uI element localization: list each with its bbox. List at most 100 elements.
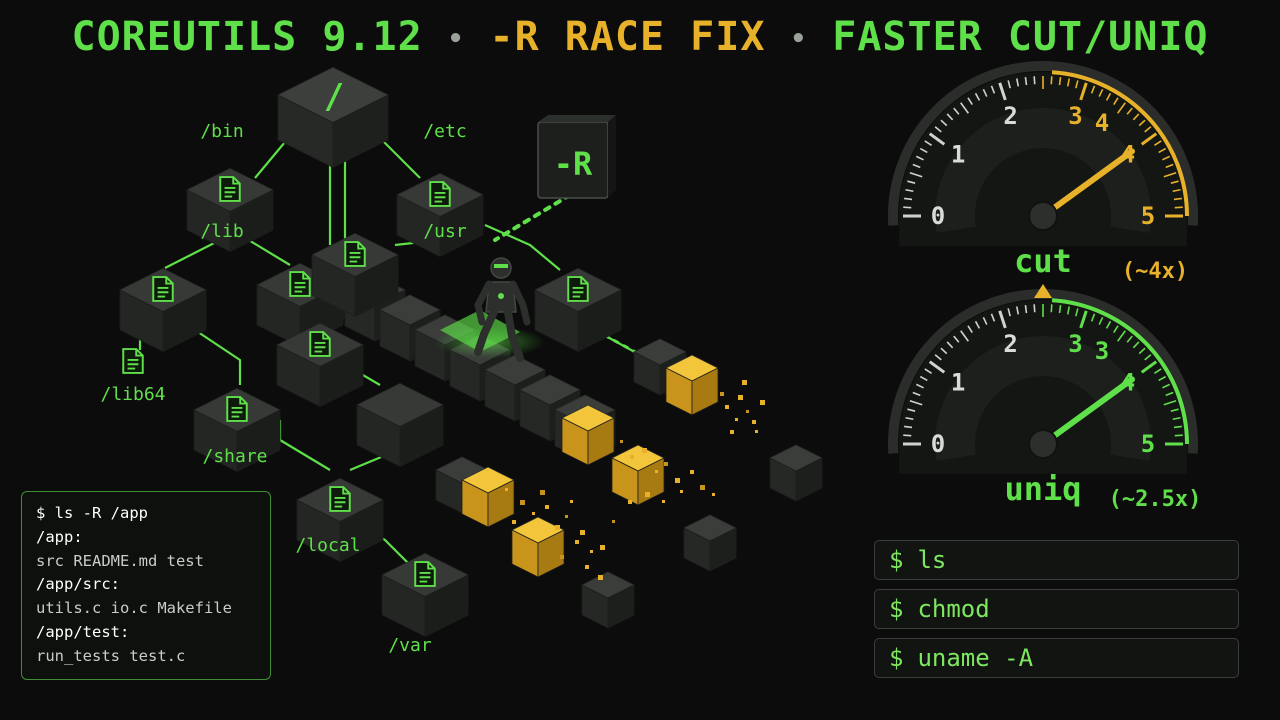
gauge-speedup: (~2.5x): [1109, 487, 1202, 512]
particle: [600, 545, 605, 550]
dir-label: /usr: [423, 221, 467, 242]
particle: [532, 512, 535, 515]
terminal-line: /app/src:: [36, 575, 120, 594]
particle: [700, 485, 705, 490]
gauge-tick: [934, 126, 942, 133]
gauge-tick: [905, 416, 914, 421]
gauge-uniq: 0123453uniq(~2.5x): [888, 289, 1202, 512]
gauge-tick: [967, 325, 973, 333]
gauge-accent-arc: [1051, 70, 1189, 217]
title-separator: •: [790, 24, 808, 54]
particle: [735, 418, 738, 421]
file-icon: [309, 331, 331, 357]
particle: [662, 500, 665, 503]
gauge-tick: [998, 310, 1007, 329]
gauge-tick: [1170, 180, 1179, 184]
gauge-tick: [1172, 416, 1181, 421]
tree-edge: [484, 223, 561, 271]
gauge-tick: [909, 399, 923, 406]
terminal-window: $ ls -R /app/app:src README.md test/app/…: [21, 491, 271, 680]
gauge-bezel: [888, 61, 1198, 226]
gauge-tick: [909, 171, 923, 178]
particle: [620, 440, 623, 443]
particle: [645, 492, 650, 497]
particle: [752, 420, 756, 424]
gauge-tick-label: 1: [951, 140, 965, 168]
particle: [570, 500, 573, 503]
gauge-tick: [974, 92, 981, 101]
gauge-inner: [935, 336, 1151, 461]
gauge-tick: [907, 180, 916, 184]
particle: [520, 500, 525, 505]
dir-label: /lib64: [100, 384, 165, 405]
particle: [545, 505, 549, 509]
data-block-gold: [611, 444, 665, 506]
gauge-tick: [1007, 308, 1011, 317]
robot-leg: [474, 308, 498, 356]
terminal-line: /app:: [36, 527, 83, 546]
prompt-sign: $: [889, 644, 904, 672]
gauge-tick: [1132, 341, 1140, 349]
gauge-tick: [1172, 188, 1181, 193]
gauge-tick-label: 5: [1141, 430, 1155, 458]
command-ls[interactable]: $ ls: [874, 540, 1239, 580]
particle: [720, 392, 724, 396]
gauge-tick: [1024, 305, 1028, 314]
gauge-tick: [1105, 92, 1112, 101]
gauge-tick: [967, 97, 973, 105]
particle: [565, 515, 568, 518]
robot-arm: [474, 280, 493, 326]
gauge-tick: [1144, 354, 1152, 361]
file-icon: [226, 396, 248, 422]
gauge-tick: [1158, 375, 1167, 382]
command-text: chmod: [917, 595, 990, 623]
particle: [580, 530, 585, 535]
gauge-tick: [1140, 132, 1158, 146]
gauge-tick: [934, 354, 942, 361]
gauge-cut: 0123454cut(~4x): [888, 61, 1198, 284]
gauge-tick: [1140, 360, 1158, 374]
command-text: ls: [917, 546, 947, 574]
gauge-tick: [946, 341, 954, 349]
gauge-hub: [1028, 201, 1058, 231]
dir-label: /bin: [200, 121, 243, 142]
file-icon: [219, 176, 241, 202]
particle: [555, 525, 560, 530]
particle: [738, 395, 743, 400]
gauge-tick: [1165, 163, 1174, 169]
gauge-tick: [1154, 140, 1162, 146]
lit-tile: [440, 310, 520, 352]
speed-gauges: 0123454cut(~4x)0123453uniq(~2.5x): [888, 61, 1202, 512]
gauge-tick: [924, 140, 932, 146]
particle: [760, 400, 765, 405]
gauge-speedup: (~4x): [1122, 259, 1188, 284]
title-race-fix: -R RACE FIX: [489, 14, 766, 60]
gauge-tick: [982, 316, 988, 325]
gauge-hub: [1028, 429, 1058, 459]
gauge-tick: [1066, 78, 1071, 87]
dir-label: /local: [295, 535, 360, 556]
particle: [680, 490, 683, 493]
prompt-sign: $: [889, 546, 904, 574]
dir-node-etc: [396, 173, 484, 258]
command-chmod[interactable]: $chmod: [874, 589, 1239, 629]
gauge-tick: [928, 360, 946, 374]
gauge-tick: [1050, 76, 1053, 85]
gauge-tick: [990, 85, 996, 94]
data-block: [581, 571, 635, 629]
particle: [575, 540, 579, 544]
gauge-tick: [946, 113, 954, 121]
command-uname[interactable]: $uname -A: [874, 638, 1239, 678]
data-block: [769, 444, 823, 502]
gauge-tick: [928, 132, 946, 146]
root-label: /: [324, 77, 344, 117]
gauge-label: cut: [1014, 242, 1072, 280]
file-icon: [429, 181, 451, 207]
gauge-tick: [990, 313, 996, 322]
gauge-tick: [982, 88, 988, 97]
file-icon: [414, 561, 436, 587]
particle: [540, 490, 545, 495]
robot-leg: [504, 308, 524, 362]
gauge-tick-label: 3: [1068, 330, 1082, 358]
gauge-tick: [1173, 425, 1182, 429]
